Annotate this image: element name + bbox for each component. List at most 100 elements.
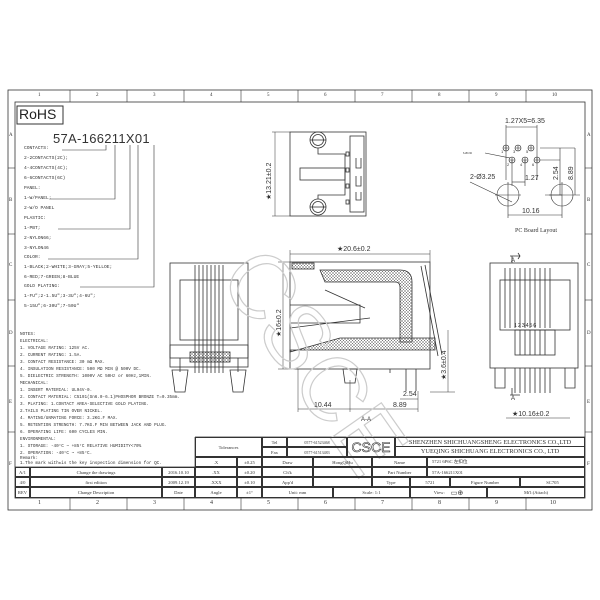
note-line: NOTES: xyxy=(20,332,36,337)
revision-code: 4/0 xyxy=(15,477,30,487)
row-label: D xyxy=(587,331,591,336)
pcb-layout xyxy=(469,125,580,218)
company-name-1: SHENZHEN SHICHUANGSHENG ELECTRONICS CO.,… xyxy=(395,437,585,447)
approve-value xyxy=(313,477,372,487)
row-label: F xyxy=(587,462,590,467)
rohs-box xyxy=(16,105,64,125)
dim-front-width: ★10.16±0.2 xyxy=(512,410,549,418)
column-label: 5 xyxy=(267,500,270,506)
column-label: 1 xyxy=(38,500,41,506)
dim-section-width: ★20.6±0.2 xyxy=(337,245,371,253)
note-line: 2. CONTACT MATERIAL: C5191(Sn6.0-6.1)PHO… xyxy=(20,395,180,400)
legend-line: CONTACTS: xyxy=(24,146,49,151)
note-line: MECHANICAL: xyxy=(20,381,49,386)
note-line: 2. OPERATION: -40°C ~ +85°C. xyxy=(20,451,93,456)
dim-pcb-small-holes: 6-Ø0.90 xyxy=(463,152,473,155)
legend-line: 1-BLACK;2-WHITE;3-GRAY;5-YELLOE; xyxy=(24,265,113,270)
legend-line: 1-W/PANEL; xyxy=(24,196,52,201)
check-label: Ch'k xyxy=(262,467,313,477)
note-line: 4. INSULATION RESISTANCE: 500 MΩ MIN @ 5… xyxy=(20,367,142,372)
legend-line: 5-15U";6-30U";7-50U" xyxy=(24,304,80,309)
legend-line: 6-RED;7-GREEN;8-BLUE xyxy=(24,275,80,280)
pcb-pin-2: 2 xyxy=(507,162,510,167)
tolerance-value: ±0.20 xyxy=(237,467,262,477)
front-pin-numbers: 123456 xyxy=(514,323,537,329)
dim-top-height: ★13.21±0.2 xyxy=(265,163,273,200)
row-label: B xyxy=(9,198,13,203)
material: Mt'l:(Attach) xyxy=(487,487,585,498)
scale: Scale: 1:1 xyxy=(333,487,410,498)
note-line: 5. RETENTION STRENGTH: 7.7KG.F MIN BETWE… xyxy=(20,423,167,428)
row-label: F xyxy=(9,462,12,467)
dim-pcb-1016: 10.16 xyxy=(522,208,540,215)
front-view-right xyxy=(489,252,579,419)
part-number-value: 57A-166211X01 xyxy=(427,467,585,477)
section-a-a xyxy=(278,250,455,412)
revision-description: Change Description xyxy=(30,487,162,498)
frame-grid-lines xyxy=(8,90,592,510)
dim-pcb-127: 1.27 xyxy=(525,175,539,182)
check-value xyxy=(313,467,372,477)
dim-pcb-holes: 2-Ø3.25 xyxy=(470,174,495,181)
legend-line: 4-4CONTACTS(4C); xyxy=(24,166,69,171)
note-line: 3. PLATING: 1.CONTACT AREA-SELECTIVE GOL… xyxy=(20,402,149,407)
note-line: 3. CONTACT RESISTANCE: 30 mΩ MAX. xyxy=(20,360,106,365)
dim-section-3-6: ★3.6±0.4 xyxy=(440,350,448,380)
name-value: 5721 6P6C 左扣位 xyxy=(427,457,585,467)
legend-line: 3-NYLON46 xyxy=(24,246,49,251)
column-label: 10 xyxy=(552,93,557,98)
row-label: E xyxy=(9,400,13,405)
note-line: 6. OPERATING LIFE: 600 CYCLES MIN. xyxy=(20,430,108,435)
fax-label: Fax xyxy=(262,447,287,457)
column-label: 3 xyxy=(153,500,156,506)
column-label: 4 xyxy=(210,500,213,506)
note-line: 5. DIELECTRIC STRENGTH: 1000V AC 50Hz or… xyxy=(20,374,152,379)
row-label: D xyxy=(9,331,13,336)
approve-label: App'd xyxy=(262,477,313,487)
pcb-pin-4: 4 xyxy=(520,162,523,167)
view-label: View: xyxy=(433,490,445,495)
draw-value: HongQiHu xyxy=(313,457,372,467)
legend-line: 2-2CONTACTS(2C); xyxy=(24,156,69,161)
type-value: 5721 xyxy=(410,477,450,487)
dim-pcb-254: 2.54 xyxy=(553,166,560,180)
part-code-leaders xyxy=(48,145,155,288)
row-label: C xyxy=(587,263,591,268)
revision-description: Change the drawings xyxy=(30,467,162,477)
note-line: ENVIRONMENTAL: xyxy=(20,437,57,442)
tolerance-key: .XXX xyxy=(195,477,237,487)
csce-logo: CSCE xyxy=(347,437,395,457)
tel-value: 0577-61523468 xyxy=(287,437,347,447)
tolerance-value: ±0.10 xyxy=(237,477,262,487)
legend-line: 1-PBT; xyxy=(24,226,41,231)
column-label: 5 xyxy=(267,93,270,98)
row-label: E xyxy=(587,400,591,405)
legend-line: GOLD PLATING: xyxy=(24,284,60,289)
legend-line: 1-FU";2-1.5U";3-3U";4-6U"; xyxy=(24,294,96,299)
pcb-layout-title: PC Board Layout xyxy=(515,228,557,234)
unit: Unit: mm xyxy=(262,487,333,498)
pcb-pin-6: 6 xyxy=(532,162,535,167)
column-label: 8 xyxy=(438,93,441,98)
note-line: 2.TAILS PLATING TIN OVER NICKEL. xyxy=(20,409,103,414)
column-label: 9 xyxy=(495,500,498,506)
dim-pcb-889: 8.89 xyxy=(568,166,575,180)
note-line: 1.The mark with★is the key inspection di… xyxy=(20,461,162,466)
column-label: 1 xyxy=(38,93,41,98)
front-view-left xyxy=(169,262,249,393)
tolerance-key: .X xyxy=(195,457,237,467)
revision-date: Date xyxy=(162,487,195,498)
dim-section-2-54: 2.54 xyxy=(403,391,417,398)
pcb-pin-1: 1 xyxy=(501,149,504,154)
type-label: Type xyxy=(372,477,410,487)
part-number-label: Part Number xyxy=(372,467,427,477)
column-label: 10 xyxy=(550,500,556,506)
pcb-pin-3: 3 xyxy=(513,149,516,154)
note-line: 2. CURRENT RATING: 1.5A. xyxy=(20,353,82,358)
view: View: ▭⊕ xyxy=(410,487,487,498)
note-line: 1. STORAGE: -40°C ~ +85°C RELATIVE HUMID… xyxy=(20,444,142,449)
tolerance-key: .XX xyxy=(195,467,237,477)
column-label: 6 xyxy=(324,93,327,98)
column-label: 2 xyxy=(96,500,99,506)
